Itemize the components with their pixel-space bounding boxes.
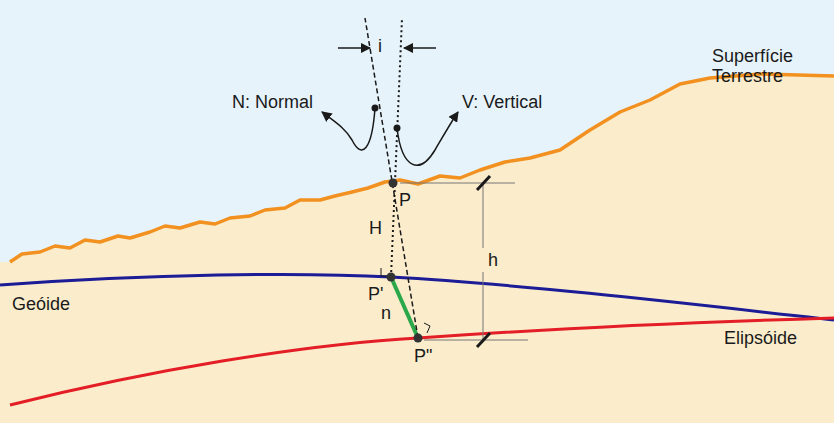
height-label: h [488, 250, 498, 270]
angle-label: i [378, 36, 382, 56]
undulation-label: n [381, 303, 391, 323]
geoid-line [0, 274, 834, 320]
normal-line [365, 18, 418, 338]
leader-line [397, 112, 458, 165]
right-angle-mark [424, 323, 430, 333]
undulation-segment [391, 277, 418, 338]
ground-fill [0, 74, 834, 423]
dimension-line [483, 272, 484, 340]
point-label: P [399, 190, 411, 210]
dimension-line [483, 183, 484, 248]
point-dot [414, 334, 423, 343]
axis-label: N: Normal [232, 92, 313, 112]
ellipsoid-label: Elipsóide [722, 328, 799, 348]
extension-line [424, 340, 528, 341]
extension-line [400, 183, 515, 184]
geoid-label: Geóide [12, 294, 70, 314]
leader-line [322, 108, 375, 150]
point-dot [387, 273, 396, 282]
terrain-line [10, 74, 834, 262]
surface-label: Superfície Terrestre [712, 46, 830, 86]
dimension-tick [477, 333, 490, 347]
angle-arrow [404, 47, 436, 49]
height-label: H [369, 218, 382, 238]
ellipsoid-line [10, 318, 834, 405]
dimension-tick [477, 176, 490, 190]
axis-label: V: Vertical [462, 92, 542, 112]
angle-arrow [338, 47, 370, 49]
point-label: P' [368, 284, 383, 304]
point-label: P" [414, 346, 432, 366]
point-dot [389, 179, 398, 188]
